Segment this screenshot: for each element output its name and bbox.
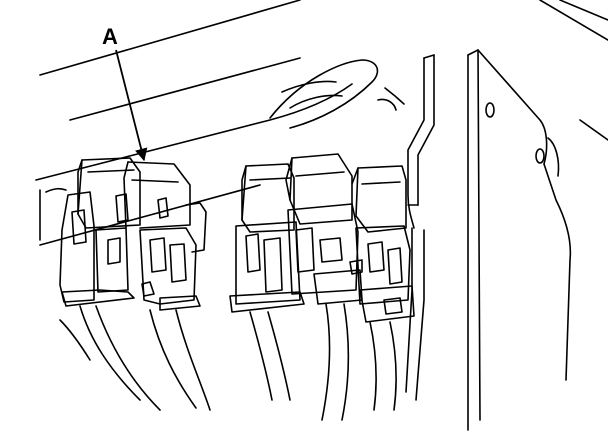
mounting-bracket <box>377 0 608 431</box>
dash-panel <box>35 0 379 246</box>
callout-a-label: A <box>102 24 118 49</box>
callout-a: A <box>102 24 148 162</box>
wire-harness <box>59 303 397 421</box>
callout-a-leader <box>115 49 148 162</box>
relay-group-right <box>229 153 415 323</box>
relay-connector-a <box>59 157 207 311</box>
